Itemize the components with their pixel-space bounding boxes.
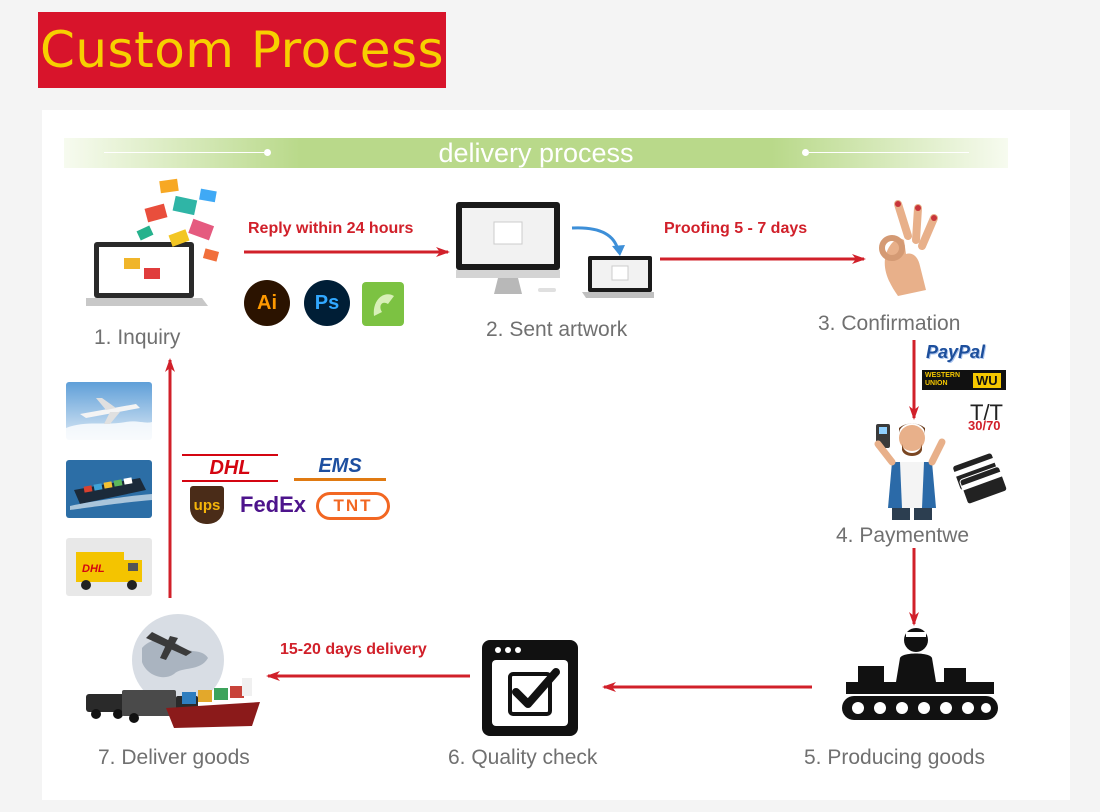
tt-label: T/T	[970, 400, 1003, 425]
dhl-logo: DHL	[182, 454, 278, 482]
sea-freight-photo	[66, 460, 152, 518]
step-label-inquiry: 1. Inquiry	[94, 326, 181, 349]
delivery-process-banner: delivery process	[64, 138, 1008, 168]
photoshop-icon: Ps	[304, 280, 350, 326]
step-label-quality: 6. Quality check	[448, 746, 598, 769]
step-label-sent-artwork: 2. Sent artwork	[486, 318, 628, 341]
step-label-producing: 5. Producing goods	[804, 746, 985, 769]
ok-hand-icon	[879, 200, 938, 296]
sent-artwork-computers-icon	[456, 202, 654, 298]
fedex-logo: FedEx	[240, 492, 307, 517]
tt-ratio: 30/70	[968, 418, 1001, 433]
quality-check-icon	[482, 640, 578, 736]
paypal-logo: PayPal	[926, 342, 986, 362]
ems-logo: EMS	[294, 454, 386, 481]
arrow-label-proofing: Proofing 5 - 7 days	[664, 220, 808, 237]
step-label-deliver: 7. Deliver goods	[98, 746, 250, 769]
payment-man-icon	[874, 423, 1008, 520]
production-line-icon	[842, 628, 998, 720]
air-freight-photo	[66, 382, 152, 440]
arrow-label-delivery: 15-20 days delivery	[280, 641, 427, 658]
page-title: Custom Process	[39, 21, 445, 79]
banner-text: delivery process	[438, 137, 634, 168]
illustrator-icon: Ai	[244, 280, 290, 326]
title-banner: Custom Process	[38, 12, 446, 88]
inquiry-laptop-icon	[86, 178, 220, 306]
western-union-logo: WESTERN UNION WU	[922, 370, 1006, 390]
global-delivery-icon	[86, 614, 260, 728]
coreldraw-icon	[362, 282, 404, 326]
svg-text:DHL: DHL	[82, 563, 105, 575]
tnt-logo: TNT	[316, 492, 390, 520]
step-label-payment: 4. Paymentwe	[836, 524, 970, 547]
arrow-label-reply: Reply within 24 hours	[248, 220, 414, 237]
step-label-confirmation: 3. Confirmation	[818, 312, 961, 335]
ups-logo: ups	[190, 486, 224, 524]
road-freight-photo: DHL	[66, 538, 152, 596]
